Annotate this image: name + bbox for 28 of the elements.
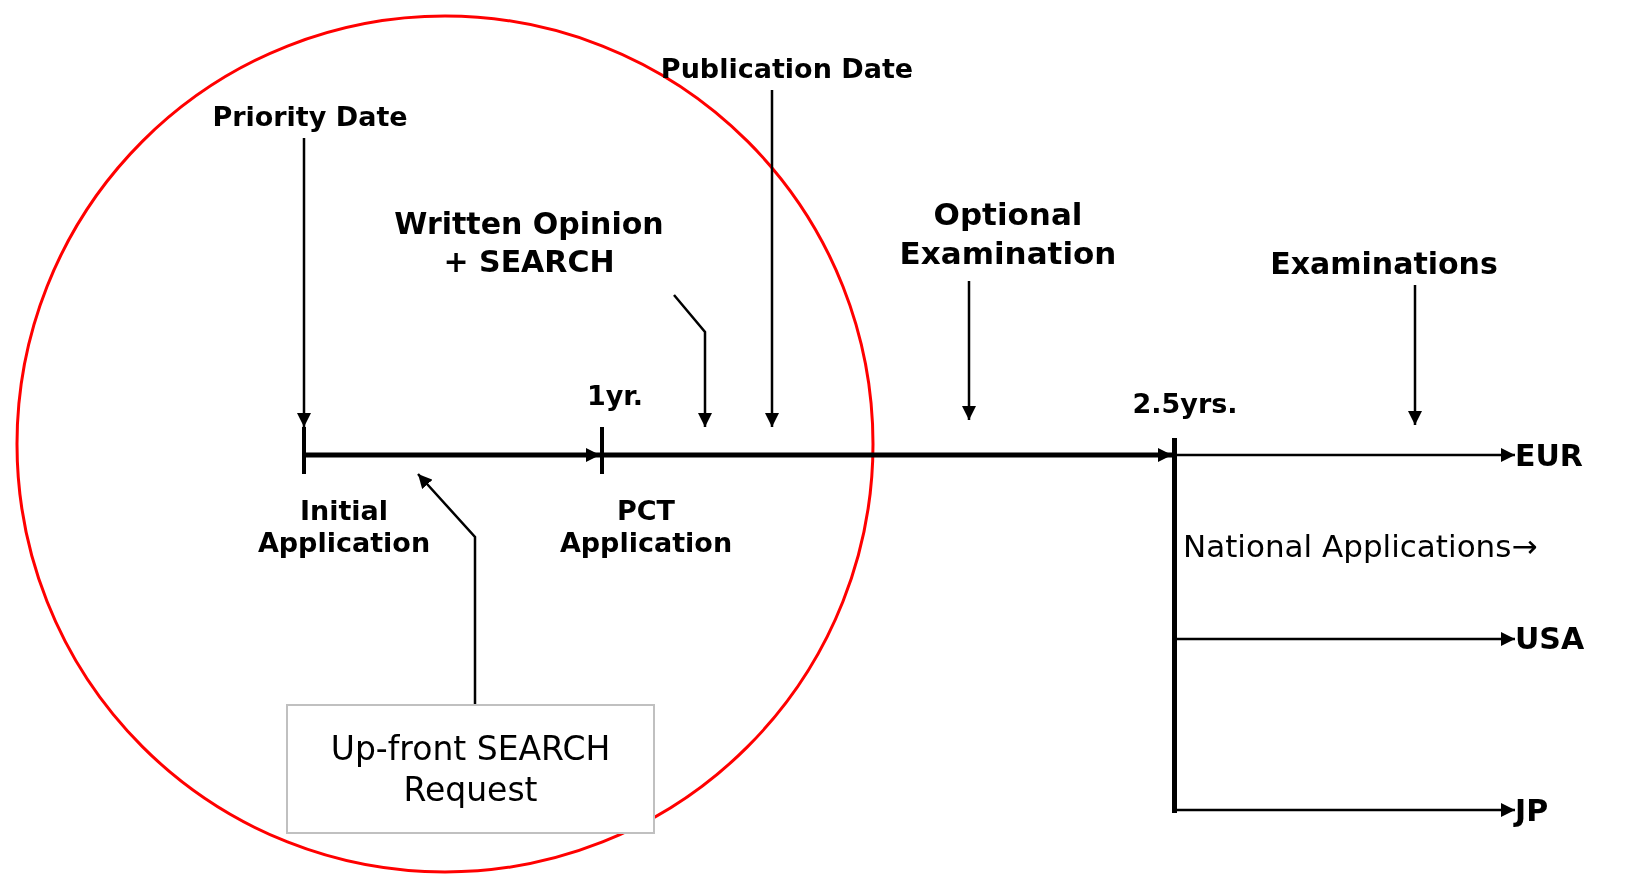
- request-box: Up-front SEARCH Request: [286, 704, 655, 834]
- country-label: USA: [1515, 620, 1605, 658]
- timeline-bar: [1172, 438, 1177, 813]
- arrow: [1177, 803, 1515, 817]
- arrow: [417, 473, 477, 704]
- tick-label: PCT Application: [558, 495, 734, 560]
- tick-label: 1yr.: [585, 380, 645, 413]
- arrow: [604, 448, 1172, 462]
- group-label: National Applications→: [1183, 528, 1538, 566]
- timeline-tick: [302, 427, 306, 474]
- country-label: EUR: [1515, 437, 1605, 475]
- event-label: Examinations: [1254, 245, 1514, 285]
- event-label: Publication Date: [637, 52, 937, 90]
- tick-label: 2.5yrs.: [1131, 388, 1239, 421]
- arrow: [673, 294, 712, 427]
- arrow: [1408, 285, 1422, 425]
- event-label: Optional Examination: [878, 195, 1138, 281]
- arrow: [962, 281, 976, 420]
- arrow: [1177, 632, 1515, 646]
- timeline-tick: [600, 427, 604, 474]
- arrow: [306, 448, 600, 462]
- arrow: [765, 90, 779, 427]
- event-label: Priority Date: [180, 100, 440, 138]
- arrow: [1177, 448, 1515, 462]
- tick-label: Initial Application: [256, 495, 432, 560]
- event-label: Written Opinion + SEARCH: [384, 205, 674, 295]
- country-label: JP: [1515, 792, 1605, 830]
- arrow: [297, 138, 311, 427]
